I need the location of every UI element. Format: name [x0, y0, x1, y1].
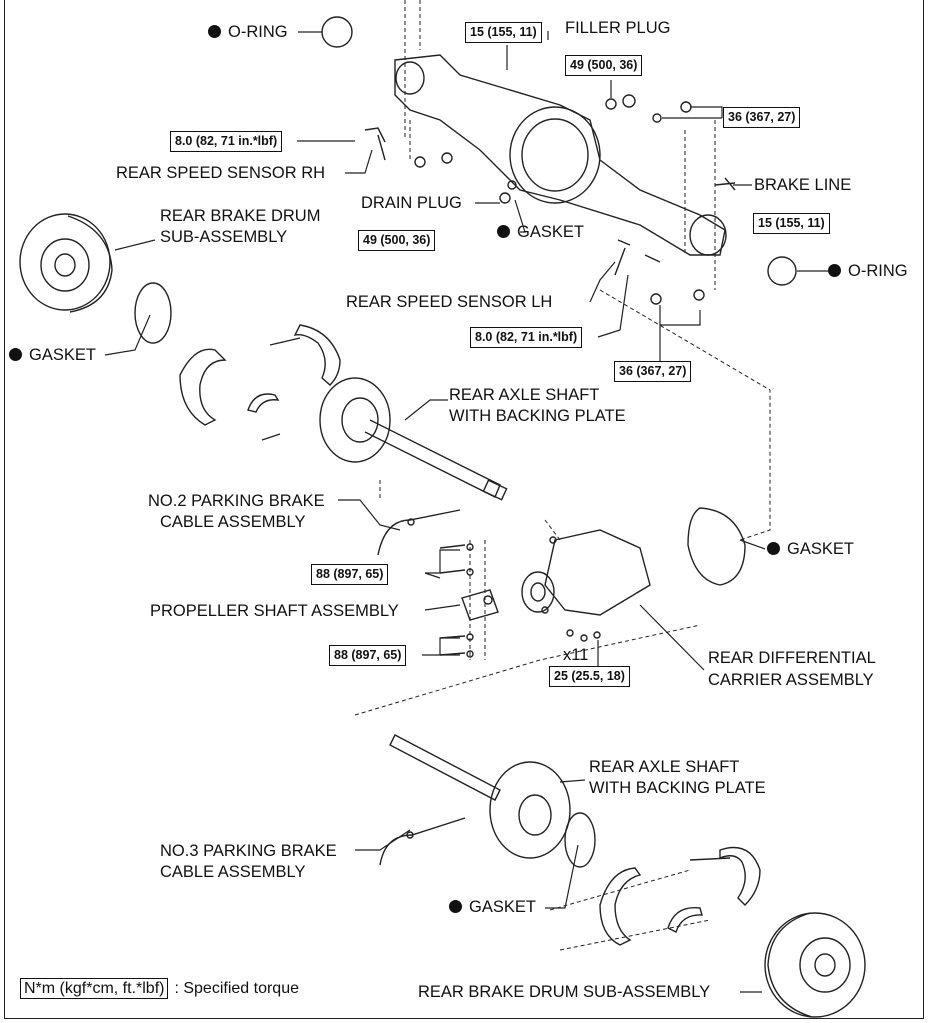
- label-no3-parking-brake-2: CABLE ASSEMBLY: [160, 863, 306, 881]
- brake-shoe-top-left: [179, 348, 227, 426]
- label-no3-parking-brake-1: NO.3 PARKING BRAKE: [160, 842, 337, 860]
- label-no2-parking-brake-1: NO.2 PARKING BRAKE: [148, 492, 325, 510]
- o-ring-top-shape: [321, 16, 353, 48]
- propeller-shaft-shape: [461, 589, 499, 621]
- legend-unit-box: N*m (kgf*cm, ft.*lbf): [20, 978, 169, 999]
- label-rear-brake-drum-top-2: SUB-ASSEMBLY: [160, 228, 288, 246]
- torque-legend: N*m (kgf*cm, ft.*lbf) : Specified torque: [20, 978, 299, 999]
- speed-sensor-lh-shape: [614, 239, 631, 276]
- o-ring-right-shape: [767, 256, 797, 286]
- label-gasket-left: GASKET: [9, 345, 96, 365]
- label-drain-plug: DRAIN PLUG: [361, 194, 462, 212]
- parking-cable-3-shape: [379, 817, 466, 866]
- label-filler-plug: FILLER PLUG: [565, 19, 671, 37]
- brake-shoe-bottom-left: [599, 867, 642, 946]
- label-gasket-carrier: GASKET: [767, 539, 854, 559]
- axle-shaft-bottom-shape: [389, 734, 571, 859]
- axle-shaft-top-shape: [319, 377, 508, 501]
- speed-sensor-rh-shape: [364, 127, 386, 161]
- brake-drum-top-shape: [19, 213, 113, 313]
- label-gasket-drain: GASKET: [497, 222, 584, 242]
- new-part-dot-icon: [767, 542, 780, 555]
- torque-88-top: 88 (897, 65): [311, 564, 389, 585]
- torque-8-lh: 8.0 (82, 71 in.*lbf): [470, 327, 583, 348]
- label-rear-brake-drum-bottom: REAR BRAKE DRUM SUB-ASSEMBLY: [418, 983, 711, 1001]
- label-rear-speed-sensor-lh: REAR SPEED SENSOR LH: [346, 293, 553, 311]
- label-rear-axle-shaft-bottom-2: WITH BACKING PLATE: [589, 779, 766, 797]
- torque-8-rh: 8.0 (82, 71 in.*lbf): [170, 131, 283, 152]
- label-rear-axle-shaft-top-2: WITH BACKING PLATE: [449, 407, 626, 425]
- torque-25: 25 (25.5, 18): [549, 666, 630, 687]
- label-rear-diff-1: REAR DIFFERENTIAL: [708, 649, 876, 667]
- label-rear-diff-2: CARRIER ASSEMBLY: [708, 671, 874, 689]
- torque-36-lower: 36 (367, 27): [614, 361, 692, 382]
- gasket-left-shape: [134, 282, 172, 344]
- label-gasket-bottom: GASKET: [449, 897, 536, 917]
- new-part-dot-icon: [449, 900, 462, 913]
- leader-lines: [104, 31, 828, 993]
- label-propeller-shaft: PROPELLER SHAFT ASSEMBLY: [150, 602, 399, 620]
- brake-shoe-bottom-right: [719, 846, 761, 906]
- gasket-carrier-shape: [687, 507, 746, 586]
- label-no2-parking-brake-2: CABLE ASSEMBLY: [160, 513, 306, 531]
- brake-drum-bottom-shape: [764, 912, 866, 1018]
- new-part-dot-icon: [497, 225, 510, 238]
- new-part-dot-icon: [828, 264, 841, 277]
- torque-15-right: 15 (155, 11): [753, 213, 830, 234]
- label-rear-axle-shaft-bottom-1: REAR AXLE SHAFT: [589, 758, 740, 776]
- differential-carrier-shape: [521, 529, 651, 616]
- label-o-ring-top: O-RING: [208, 22, 288, 42]
- brake-shoe-top-right: [293, 324, 341, 386]
- label-brake-line: BRAKE LINE: [754, 176, 852, 194]
- new-part-dot-icon: [208, 25, 221, 38]
- torque-49-drain: 49 (500, 36): [358, 230, 436, 251]
- diagram-frame: [4, 0, 924, 1019]
- axle-housing-shape: [394, 54, 727, 256]
- new-part-dot-icon: [9, 348, 22, 361]
- parking-cable-2-shape: [377, 509, 461, 556]
- label-rear-axle-shaft-top-1: REAR AXLE SHAFT: [449, 386, 600, 404]
- torque-15-top: 15 (155, 11): [465, 22, 542, 43]
- torque-36-top: 36 (367, 27): [723, 107, 801, 128]
- label-o-ring-right: O-RING: [828, 261, 908, 281]
- label-x11: x11: [563, 646, 589, 664]
- label-rear-brake-drum-top-1: REAR BRAKE DRUM: [160, 207, 321, 225]
- label-rear-speed-sensor-rh: REAR SPEED SENSOR RH: [116, 164, 326, 182]
- legend-text: : Specified torque: [174, 980, 299, 997]
- dashed-guides: [354, 0, 771, 951]
- torque-49-filler: 49 (500, 36): [565, 55, 643, 76]
- gasket-bottom-shape: [564, 812, 596, 868]
- torque-88-bottom: 88 (897, 65): [329, 645, 407, 666]
